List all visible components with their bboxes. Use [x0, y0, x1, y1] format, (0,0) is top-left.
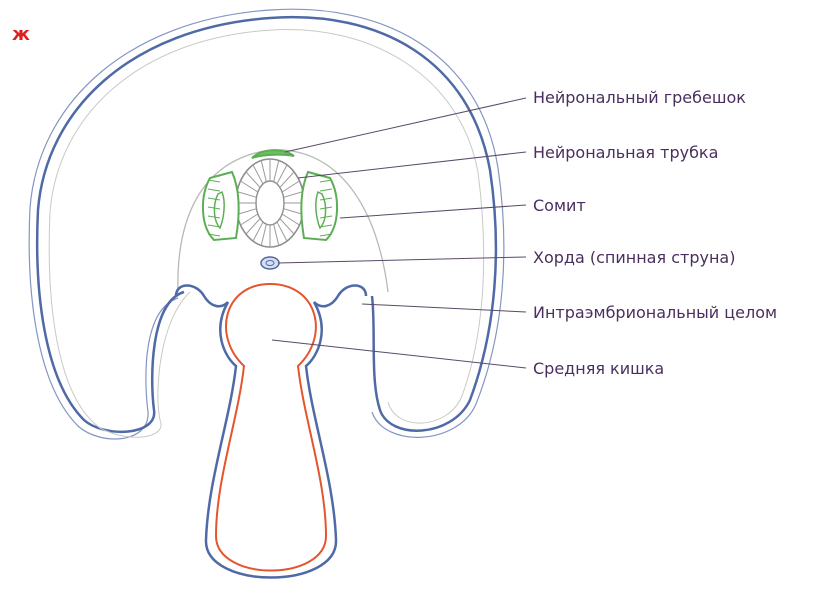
somite-right	[301, 172, 337, 240]
gut-wall	[206, 302, 336, 578]
label-midgut: Средняя кишка	[533, 359, 664, 378]
label-notochord: Хорда (спинная струна)	[533, 248, 735, 267]
leader-somite	[340, 205, 526, 218]
neural-tube	[236, 159, 304, 247]
label-neural-crest: Нейрональный гребешок	[533, 88, 746, 107]
midgut-endoderm	[216, 284, 326, 571]
leader-neural-crest	[285, 98, 526, 152]
coelom-folds	[176, 286, 366, 307]
label-neural-tube: Нейрональная трубка	[533, 143, 718, 162]
leader-notochord	[278, 257, 526, 263]
notochord	[261, 257, 279, 269]
label-intraembryonic-coelom: Интраэмбриональный целом	[533, 303, 777, 322]
leader-coelom	[362, 304, 526, 312]
somite-left	[203, 172, 239, 240]
label-somite: Сомит	[533, 196, 586, 215]
panel-letter: ж	[12, 24, 30, 45]
